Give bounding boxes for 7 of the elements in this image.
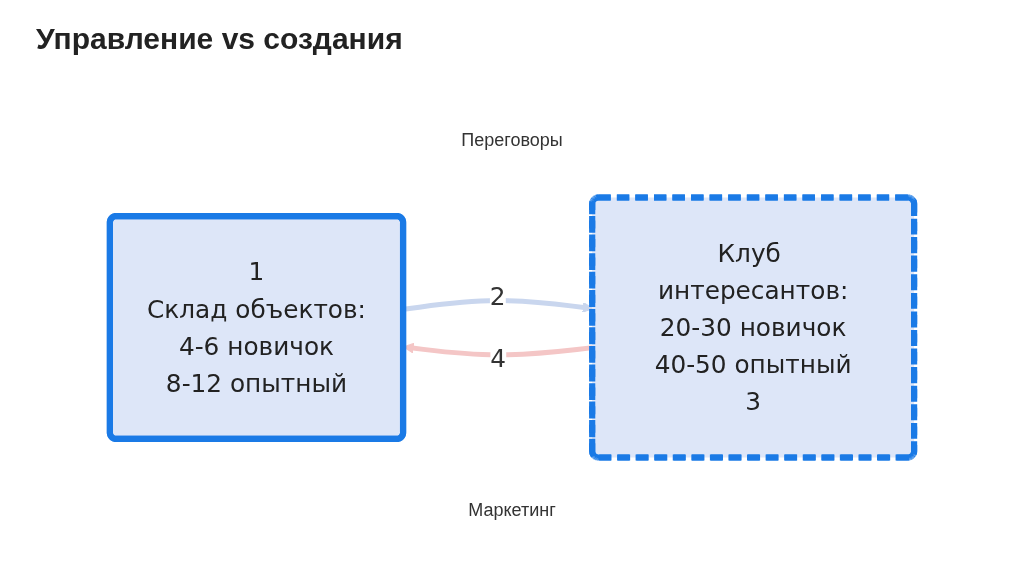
arrow	[403, 342, 594, 358]
arrow	[403, 298, 594, 313]
arrow-caption: Переговоры	[461, 130, 563, 150]
slide-title: Управление vs создания	[36, 22, 403, 56]
edge-label: 4	[490, 343, 507, 374]
arrow-caption: Маркетинг	[468, 500, 556, 520]
edge-label: 2	[489, 281, 506, 312]
